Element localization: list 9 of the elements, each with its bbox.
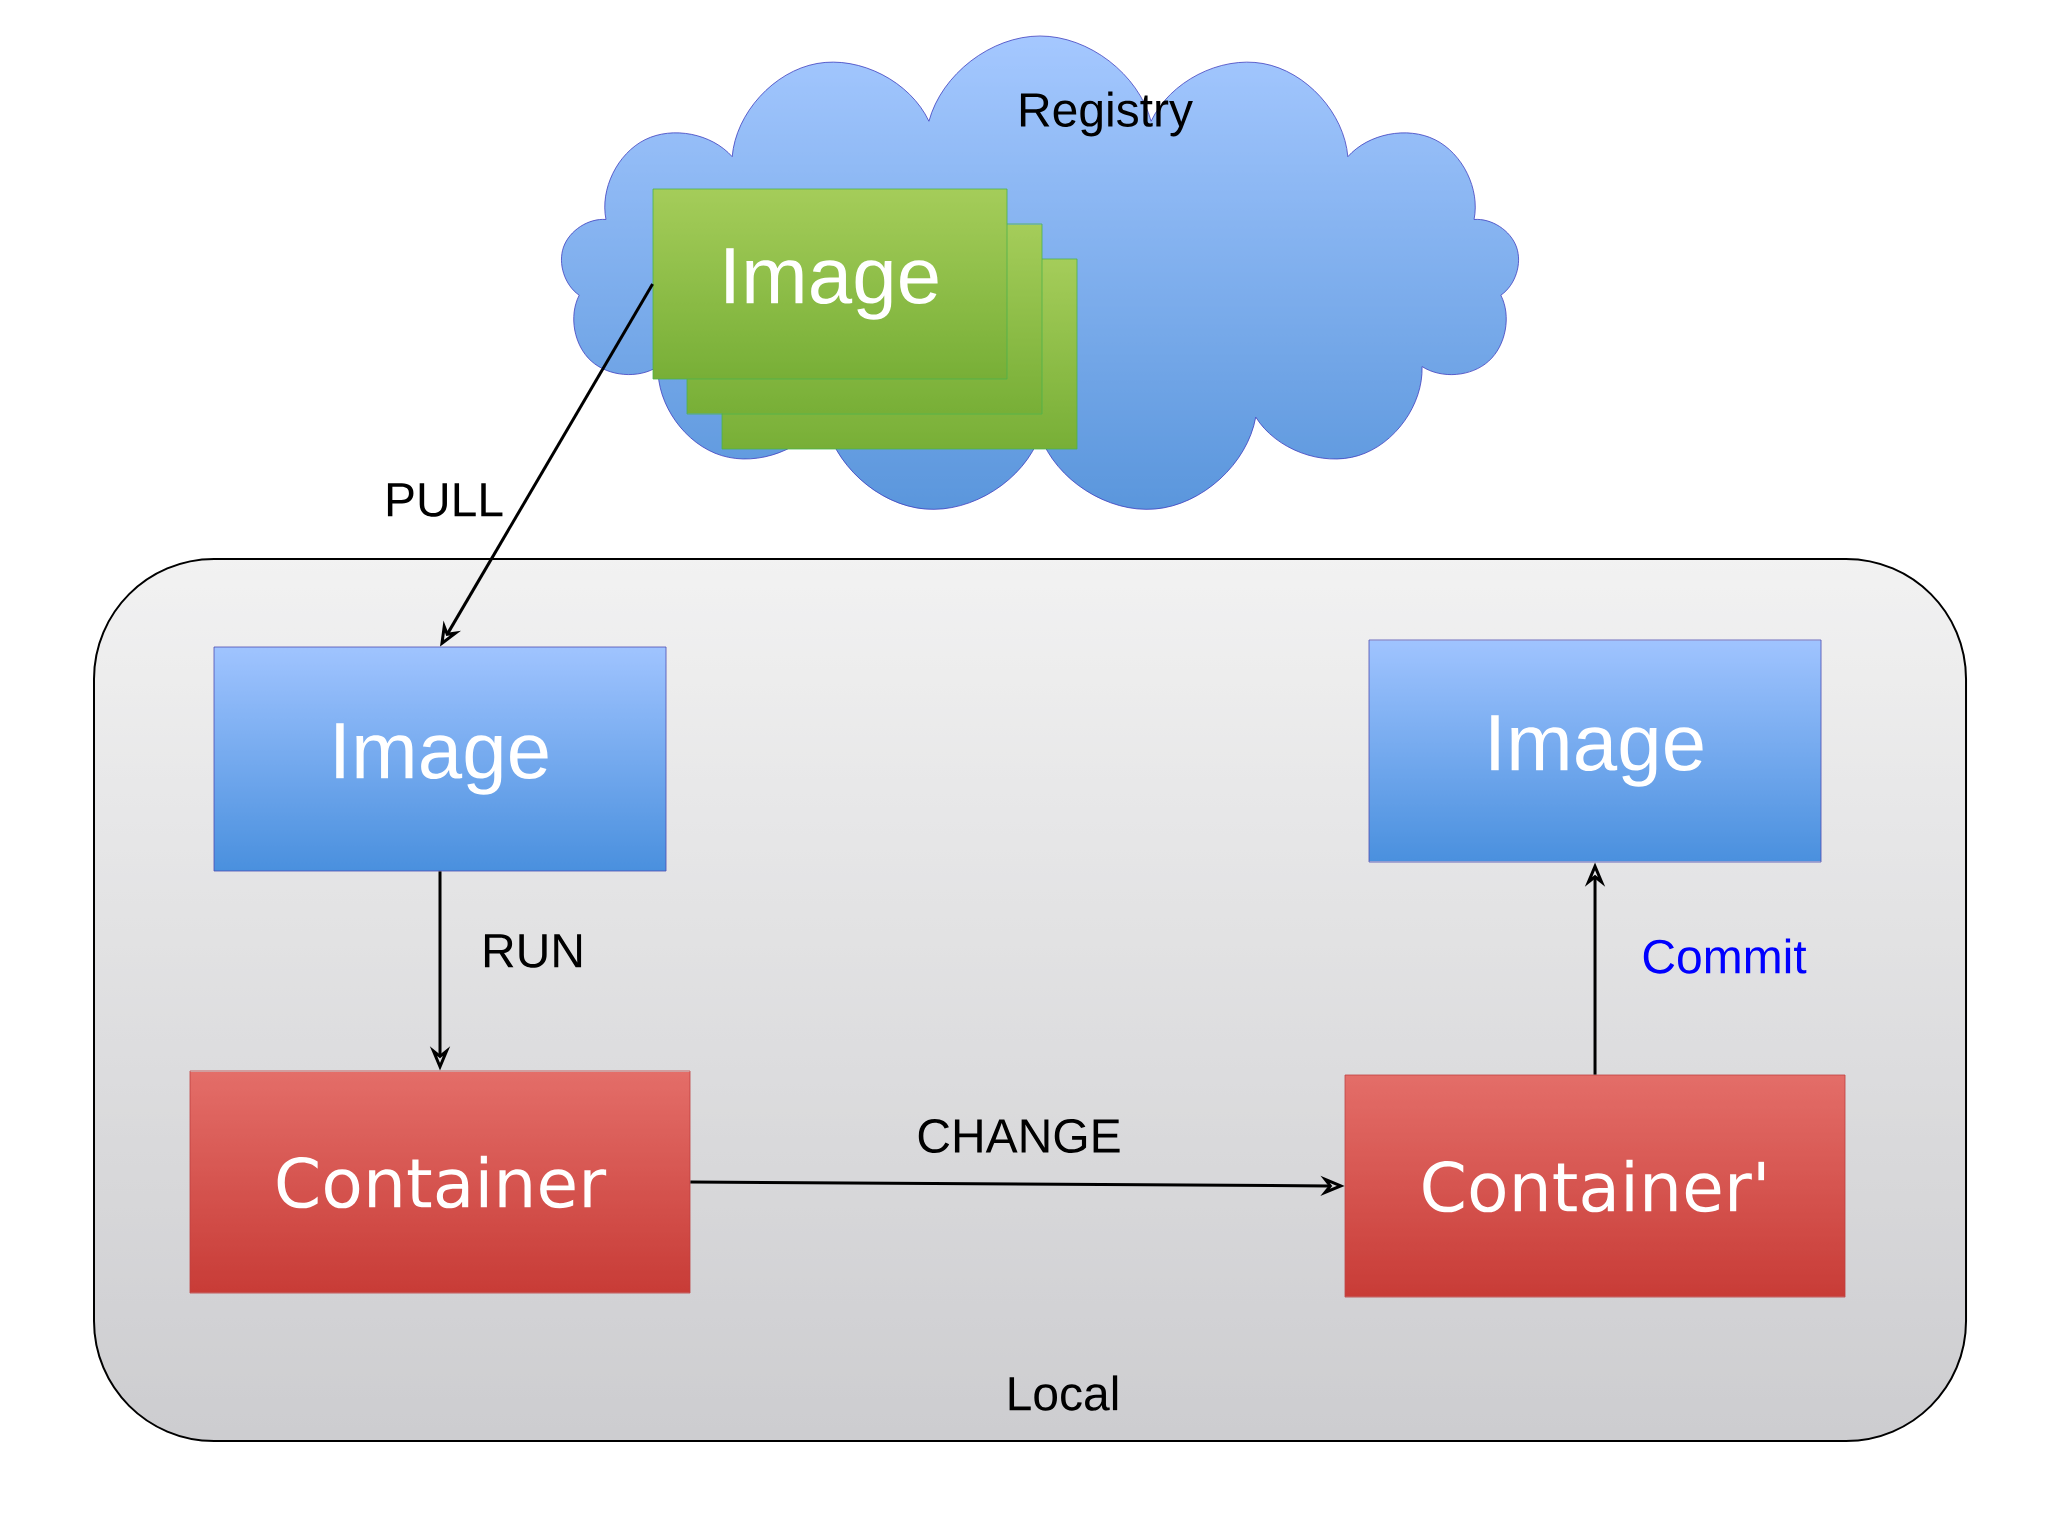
edge-label: Commit [1643,938,1807,974]
edge-label: CHANGE [918,1119,1120,1153]
container-box: Container' [1344,1074,1846,1298]
image-box: Image [1368,639,1822,863]
edge-label: RUN [484,934,582,968]
container-box: Container [189,1070,691,1294]
image-box: Image [213,646,667,872]
edge-label: PULL [387,483,503,517]
image-stack: Image [652,188,1078,450]
